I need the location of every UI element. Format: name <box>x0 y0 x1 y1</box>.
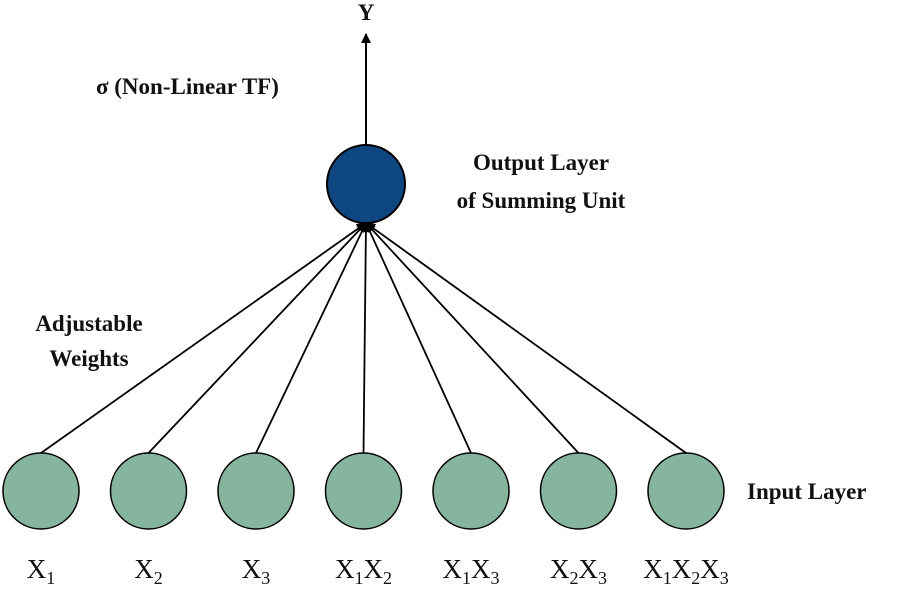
weight-connection <box>255 222 367 454</box>
weight-connections <box>40 222 687 454</box>
input-node <box>539 452 618 530</box>
weights-label-line2: Weights <box>49 346 128 371</box>
input-node <box>647 452 725 530</box>
output-node <box>326 144 406 224</box>
weight-connection <box>40 222 367 454</box>
output-symbol: Y <box>358 0 375 25</box>
input-node-label: X1X3 <box>443 554 500 588</box>
input-node-label: X2 <box>134 554 163 588</box>
weight-connection <box>147 222 367 454</box>
input-node-label: X3 <box>242 554 271 588</box>
weight-connection <box>365 222 580 454</box>
input-nodes <box>2 452 725 530</box>
input-node <box>109 452 188 530</box>
output-layer-label-line2: of Summing Unit <box>457 188 626 213</box>
input-layer-label: Input Layer <box>747 479 867 504</box>
input-node-label: X1 <box>27 554 56 588</box>
input-node-label: X1X2 <box>335 554 392 588</box>
input-node-label: X1X2X3 <box>643 554 729 588</box>
weight-connection <box>365 222 687 454</box>
weight-connection <box>360 222 371 454</box>
input-node <box>324 452 403 530</box>
input-node <box>2 452 80 530</box>
output-layer-label-line1: Output Layer <box>473 150 609 175</box>
weights-label-line1: Adjustable <box>35 311 142 336</box>
activation-label: σ (Non-Linear TF) <box>96 74 279 99</box>
input-node-label: X2X3 <box>550 554 607 588</box>
input-node <box>217 452 295 530</box>
weight-connection <box>365 222 472 454</box>
input-node <box>432 452 510 530</box>
